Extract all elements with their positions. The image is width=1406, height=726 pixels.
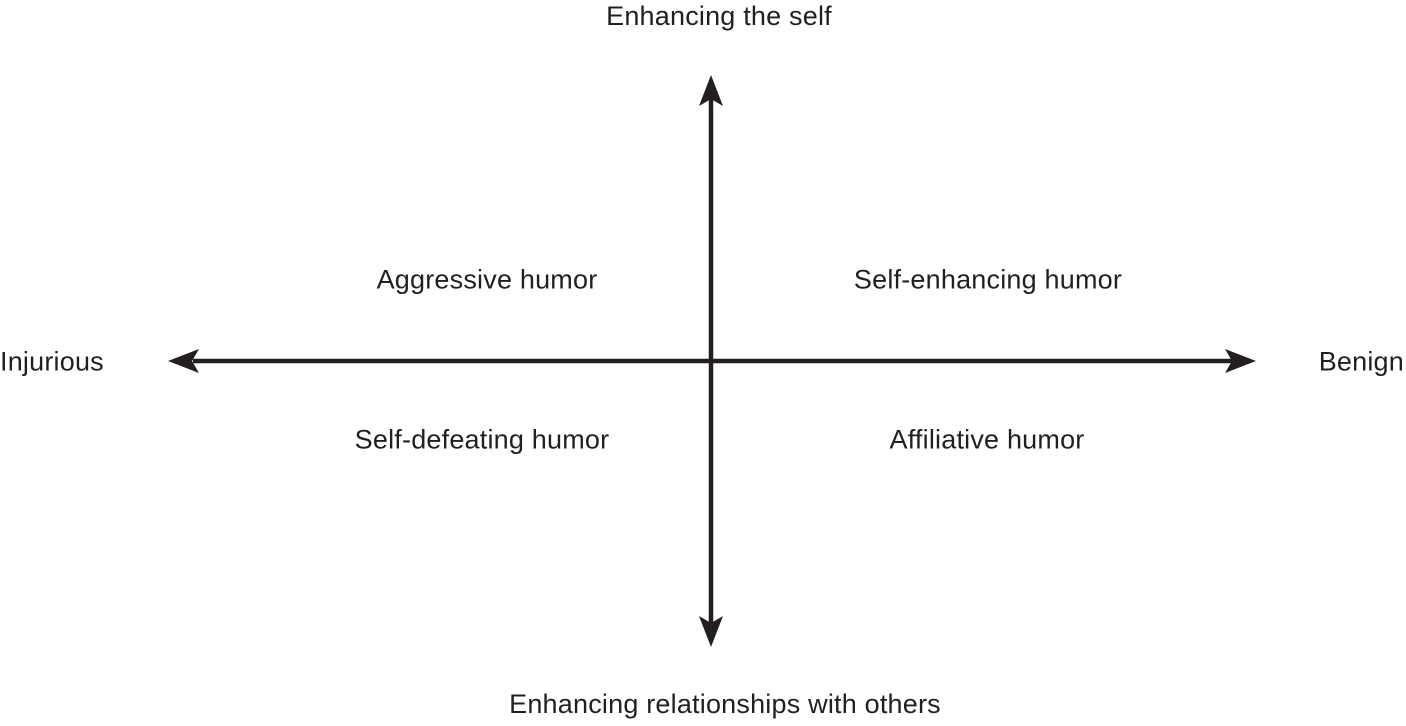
quadrant-label-aggressive-humor: Aggressive humor [376,264,598,295]
vertical-axis-bottom-label: Enhancing relationships with others [509,689,941,719]
arrowhead-left-icon [168,349,199,373]
arrowhead-up-icon [699,75,723,106]
arrowhead-right-icon [1225,349,1256,373]
arrowhead-down-icon [699,616,723,647]
horizontal-axis-right-label: Benign [1318,346,1404,377]
vertical-axis-top-label: Enhancing the self [606,1,832,31]
quadrant-label-self-enhancing-humor: Self-enhancing humor [853,264,1123,295]
quadrant-label-affiliative-humor: Affiliative humor [889,424,1085,455]
horizontal-axis-left-label: Injurious [0,346,104,377]
quadrant-label-self-defeating-humor: Self-defeating humor [354,424,610,455]
